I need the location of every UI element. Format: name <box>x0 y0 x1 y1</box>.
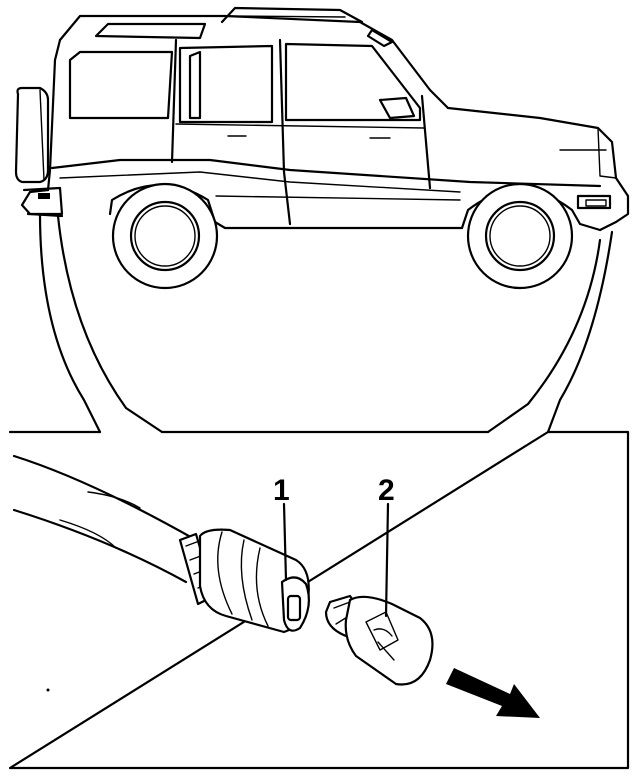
leader-line-2 <box>384 502 390 618</box>
removal-arrow-icon <box>446 668 540 718</box>
wedge-bulb-icon <box>324 594 434 686</box>
callout-label-1: 1 <box>273 474 290 507</box>
vehicle-side-view-icon <box>14 6 630 290</box>
detail-callout-frame <box>8 212 630 770</box>
leader-line-1 <box>282 502 288 582</box>
bulb-holder-icon <box>12 454 311 634</box>
callout-label-2: 2 <box>378 474 395 507</box>
